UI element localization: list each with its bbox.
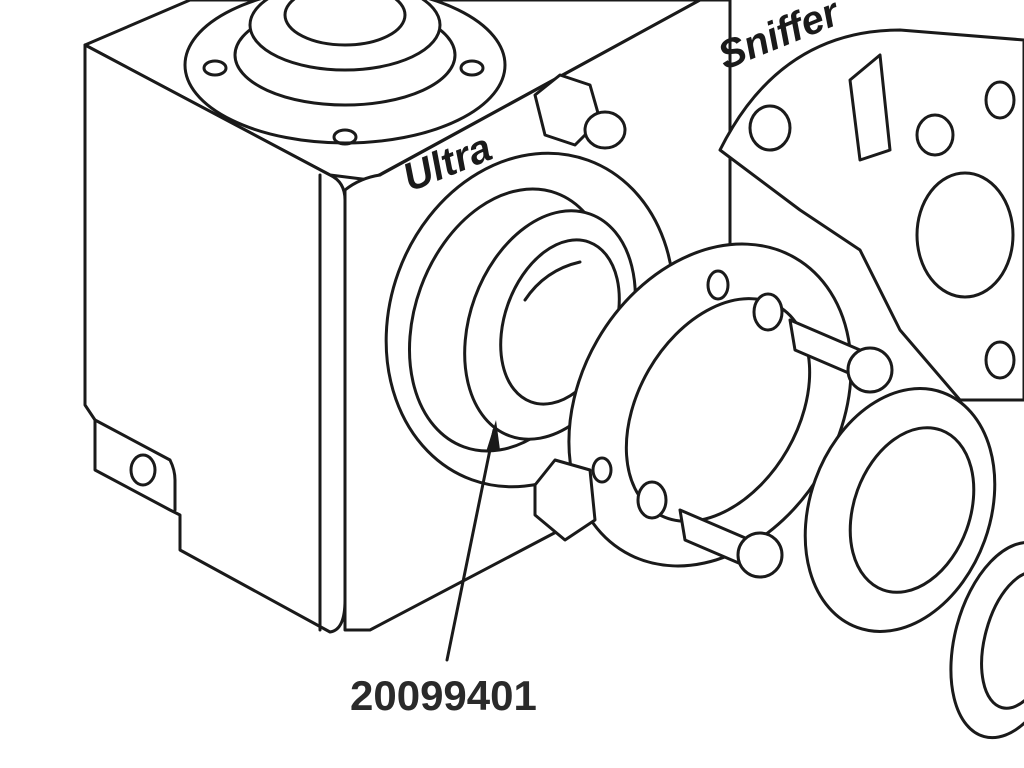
kf-flange	[803, 387, 1024, 740]
part-number-label: 20099401	[350, 672, 537, 719]
adapter-flange	[567, 242, 894, 579]
callout-leader-arrow	[445, 420, 500, 662]
clamp-assembly	[718, 28, 1024, 402]
hex-nut	[533, 73, 627, 150]
small-fitting	[533, 456, 613, 542]
top-flange	[183, 0, 507, 146]
